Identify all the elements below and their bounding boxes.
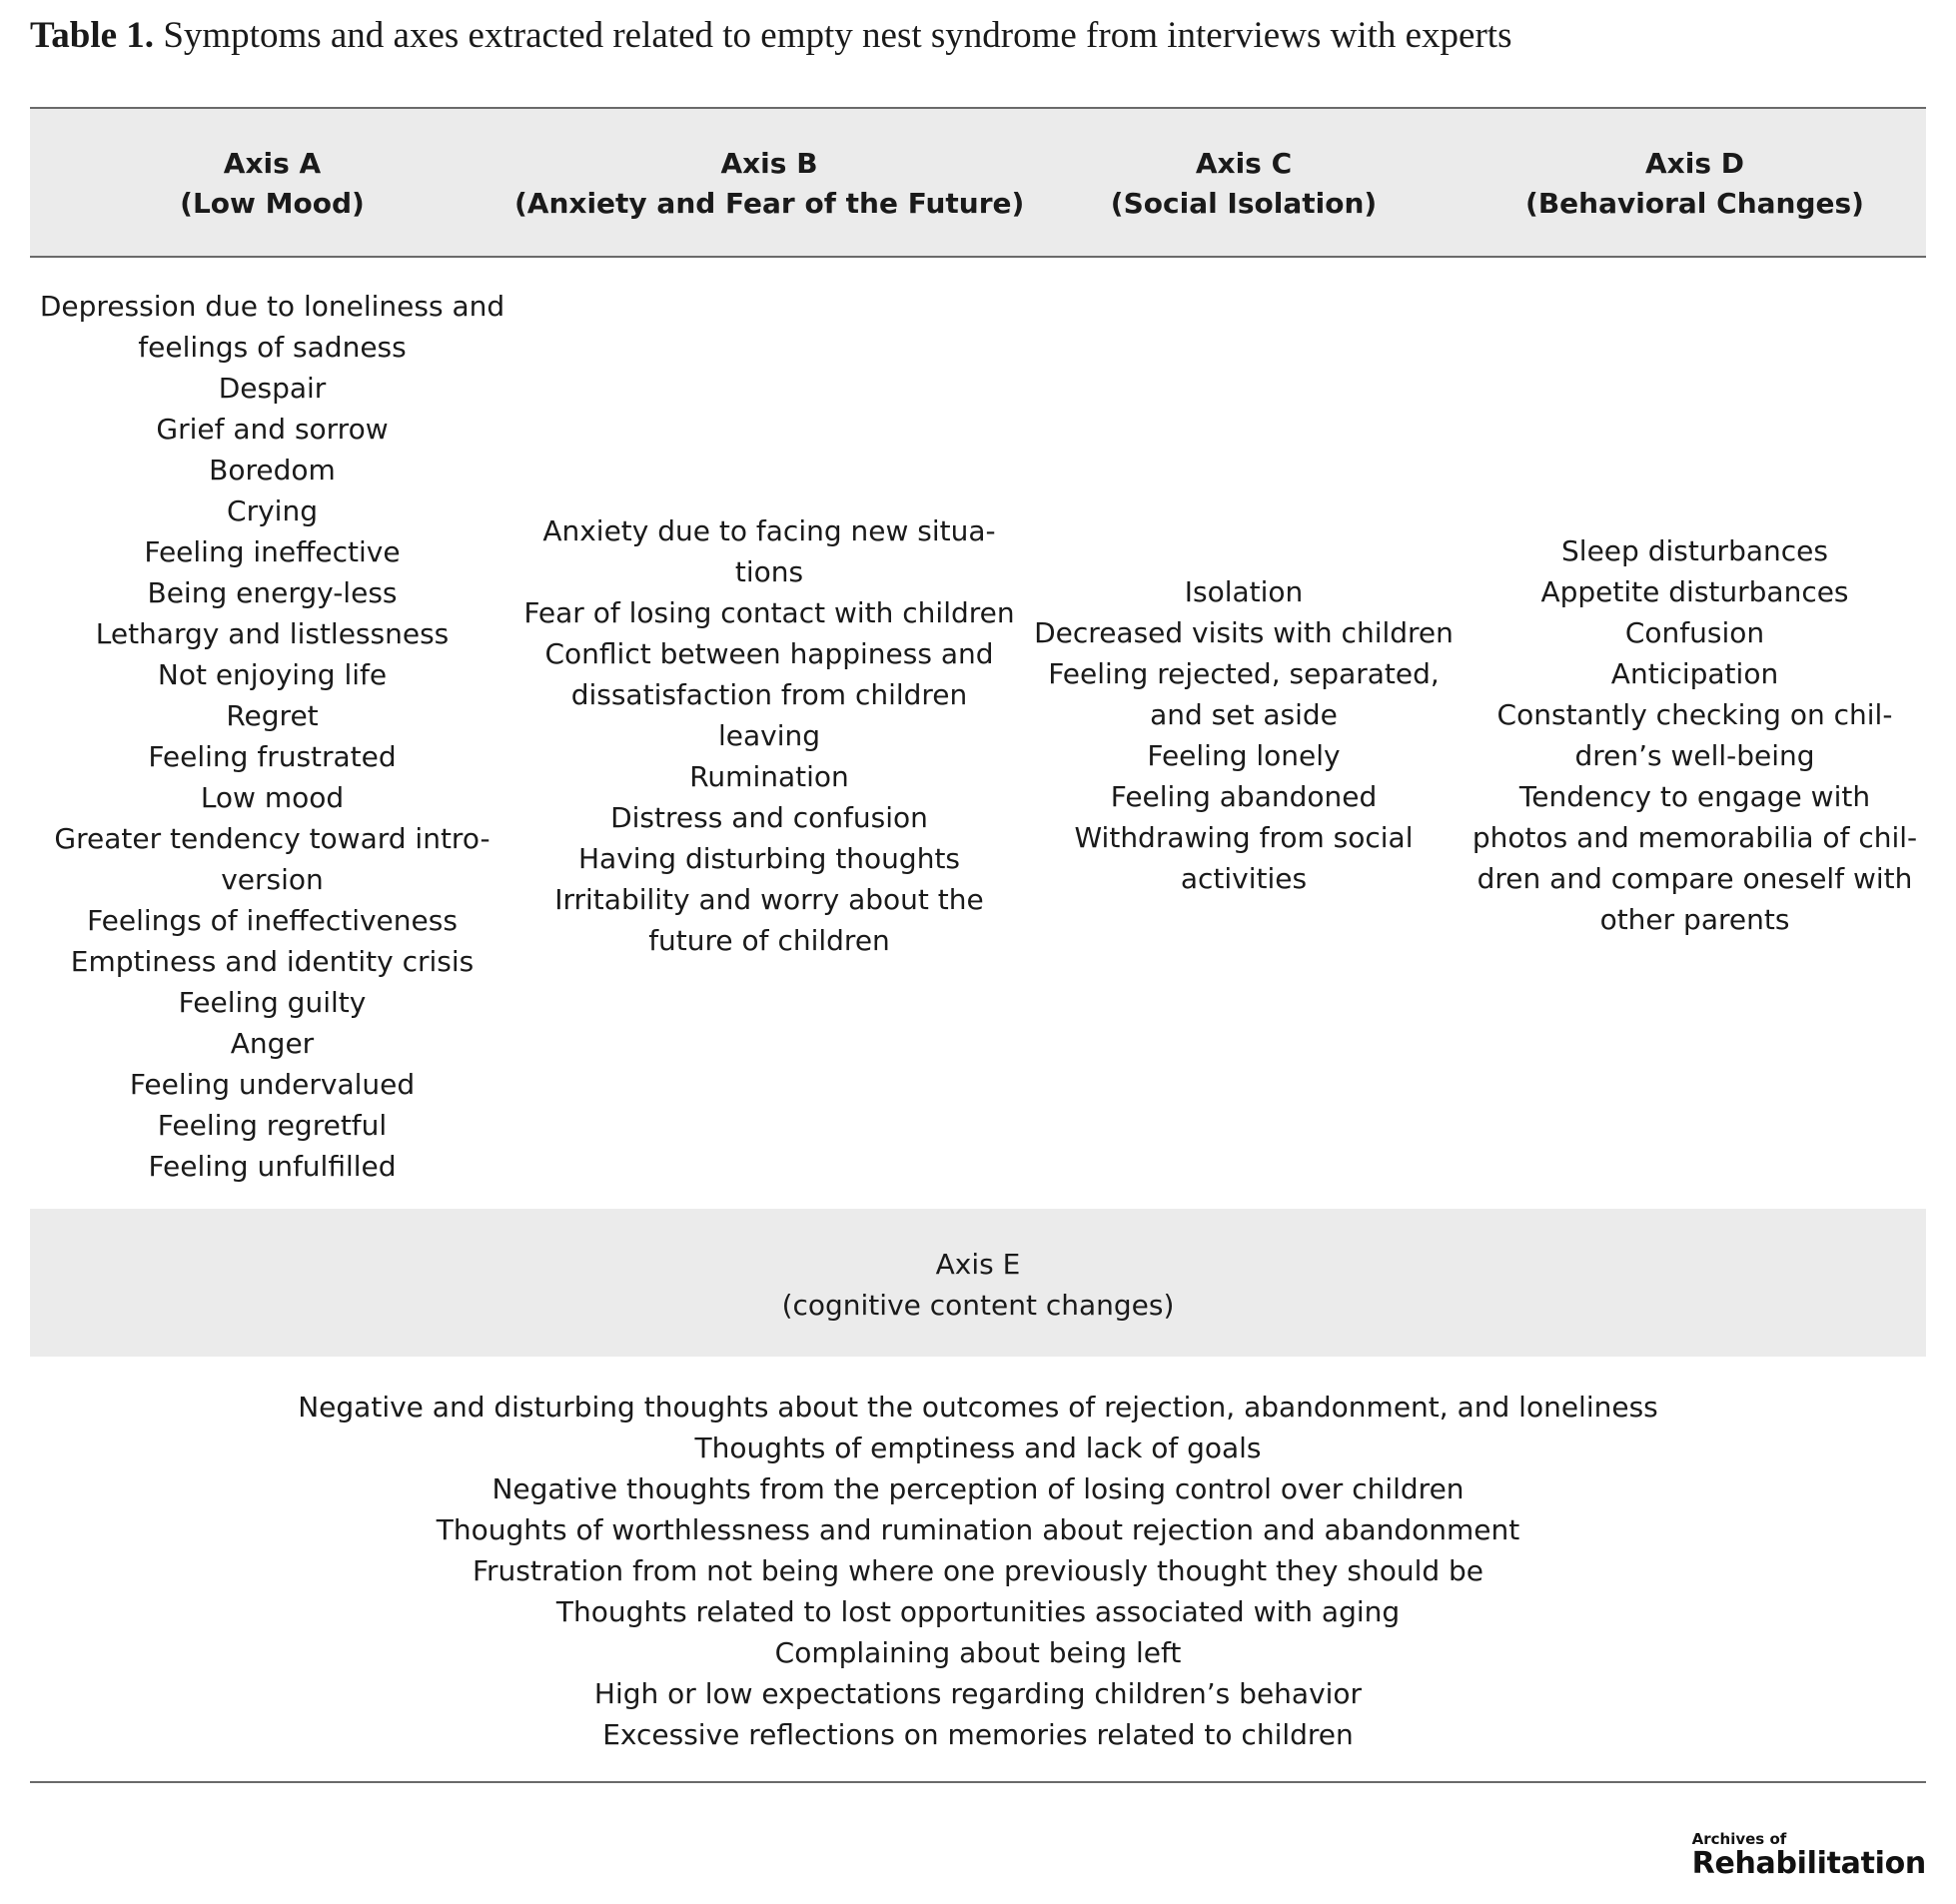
symptom-line: Fear of losing contact with children	[523, 596, 1015, 629]
symptom-line: Feeling undervalued	[129, 1068, 416, 1101]
symptom-line: Regret	[226, 699, 319, 732]
top-rule	[30, 107, 1926, 109]
symptom-line: Appetite disturbances	[1540, 575, 1849, 608]
symptom-line: feelings of sadness	[138, 331, 407, 364]
header-bottom-rule	[30, 256, 1926, 258]
header-axis-a-title: Axis A	[223, 147, 322, 180]
symptom-line: Crying	[227, 494, 318, 527]
symptom-line: Negative and disturbing thoughts about t…	[298, 1391, 1658, 1424]
symptom-line: Sleep disturbances	[1561, 534, 1828, 567]
symptom-line: Feeling guilty	[178, 986, 367, 1019]
symptom-line: Feeling regretful	[157, 1109, 388, 1142]
journal-logo-small-text: Archives of	[1691, 1830, 1787, 1848]
symptom-line: Low mood	[200, 781, 345, 814]
axis-e-header-band	[30, 1209, 1926, 1357]
header-axis-e: Axis E (cognitive content changes)	[30, 1244, 1926, 1326]
symptom-line: Emptiness and identity crisis	[70, 945, 475, 978]
header-axis-d-subtitle: (Behavioral Changes)	[1525, 187, 1864, 220]
symptom-line: Depression due to loneliness and	[39, 290, 505, 323]
table-label: Table 1.	[30, 15, 155, 56]
symptom-line: Feeling rejected, separated,	[1048, 657, 1440, 690]
symptom-line: Rumination	[689, 760, 849, 793]
header-axis-e-subtitle: (cognitive content changes)	[781, 1289, 1175, 1322]
symptom-line: Distress and confusion	[610, 801, 928, 834]
header-axis-c: Axis C (Social Isolation)	[1024, 144, 1464, 224]
header-axis-d-title: Axis D	[1645, 147, 1744, 180]
header-axis-a: Axis A (Low Mood)	[30, 144, 514, 224]
journal-logo: Archives of Rehabilitation	[1691, 1830, 1927, 1881]
symptom-line: Thoughts of worthlessness and rumination…	[436, 1513, 1520, 1546]
journal-logo-name: Rehabilitation	[1691, 1846, 1927, 1881]
header-band	[30, 109, 1926, 257]
symptom-line: Feeling unfulfilled	[148, 1150, 397, 1183]
symptom-line: Greater tendency toward intro-	[54, 822, 490, 855]
symptom-line: dissatisfaction from children	[570, 678, 968, 711]
symptom-line: Constantly checking on chil-	[1496, 698, 1893, 731]
header-axis-a-subtitle: (Low Mood)	[180, 187, 365, 220]
symptom-line: Having disturbing thoughts	[577, 842, 961, 875]
symptom-line: Irritability and worry about the	[554, 883, 984, 916]
symptom-line: future of children	[648, 924, 890, 957]
symptom-line: other parents	[1599, 903, 1790, 936]
symptom-line: Negative thoughts from the perception of…	[491, 1472, 1465, 1505]
symptom-line: Complaining about being left	[774, 1636, 1182, 1669]
header-axis-b: Axis B (Anxiety and Fear of the Future)	[514, 144, 1024, 224]
symptom-line: Being energy-less	[147, 576, 398, 609]
symptom-line: tions	[734, 555, 804, 588]
header-axis-b-subtitle: (Anxiety and Fear of the Future)	[514, 187, 1025, 220]
symptom-line: photos and memorabilia of chil-	[1471, 821, 1918, 854]
symptom-line: Decreased visits with children	[1034, 616, 1454, 649]
symptom-line: Withdrawing from social	[1074, 821, 1414, 854]
symptom-line: Anxiety due to facing new situa-	[542, 514, 996, 547]
symptom-line: dren’s well-being	[1574, 739, 1815, 772]
table-title: Symptoms and axes extracted related to e…	[154, 15, 1512, 56]
symptom-line: Confusion	[1624, 616, 1765, 649]
symptom-line: Boredom	[209, 454, 336, 486]
symptom-line: and set aside	[1150, 698, 1338, 731]
bottom-rule	[30, 1781, 1926, 1783]
symptom-line: Excessive reflections on memories relate…	[602, 1718, 1354, 1751]
symptom-line: Thoughts related to lost opportunities a…	[555, 1595, 1401, 1628]
symptom-line: activities	[1180, 862, 1308, 895]
symptom-line: Anger	[230, 1027, 315, 1060]
symptom-line: Feeling frustrated	[148, 740, 397, 773]
symptom-line: Anticipation	[1610, 657, 1779, 690]
symptom-line: Not enjoying life	[157, 658, 388, 691]
header-axis-b-title: Axis B	[720, 147, 818, 180]
symptom-line: Despair	[218, 372, 327, 405]
symptom-line: Lethargy and listlessness	[95, 617, 450, 650]
symptom-line: Feelings of ineffectiveness	[87, 904, 458, 937]
symptom-line: Feeling lonely	[1147, 739, 1341, 772]
symptom-line: Tendency to engage with	[1518, 780, 1871, 813]
symptom-line: Thoughts of emptiness and lack of goals	[694, 1431, 1262, 1464]
header-axis-d: Axis D (Behavioral Changes)	[1464, 144, 1926, 224]
axis-e-symptoms: Negative and disturbing thoughts about t…	[30, 1387, 1926, 1755]
symptom-line: leaving	[717, 719, 821, 752]
symptom-line: Feeling abandoned	[1110, 780, 1378, 813]
header-axis-e-title: Axis E	[935, 1248, 1021, 1281]
symptom-line: version	[221, 863, 324, 896]
symptom-line: High or low expectations regarding child…	[593, 1677, 1363, 1710]
axis-a-symptoms: Depression due to loneliness and feelings…	[30, 286, 514, 1187]
symptom-line: Isolation	[1184, 575, 1304, 608]
header-axis-c-subtitle: (Social Isolation)	[1110, 187, 1378, 220]
symptom-line: Feeling ineffective	[144, 535, 401, 568]
symptom-line: Frustration from not being where one pre…	[472, 1554, 1484, 1587]
symptom-line: Conflict between happiness and	[544, 637, 994, 670]
table-caption: Table 1. Symptoms and axes extracted rel…	[30, 14, 1511, 58]
header-axis-c-title: Axis C	[1195, 147, 1293, 180]
symptom-line: dren and compare oneself with	[1476, 862, 1913, 895]
symptom-line: Grief and sorrow	[156, 413, 389, 446]
